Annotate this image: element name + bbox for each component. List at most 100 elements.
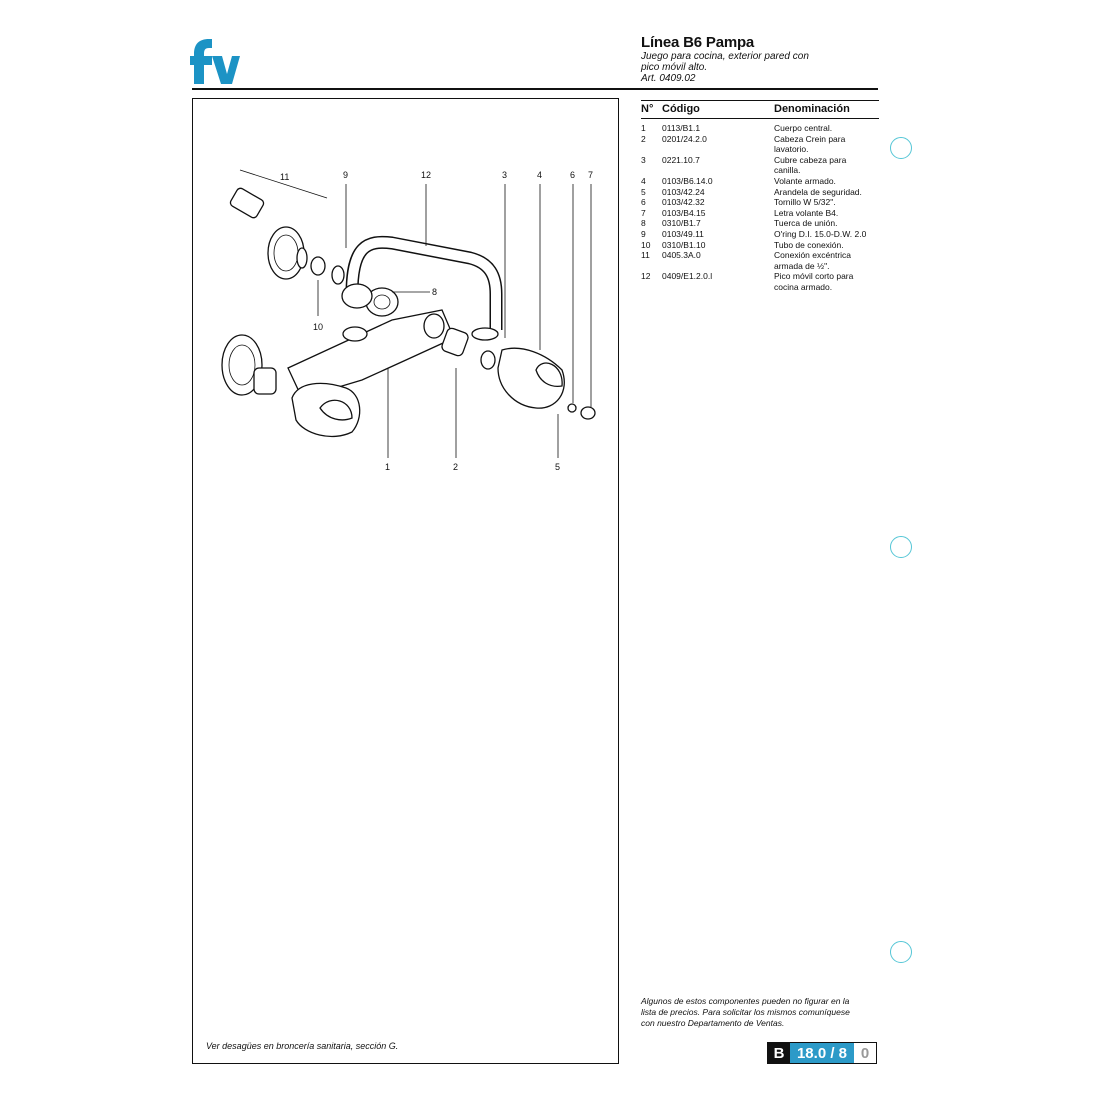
- exploded-view-drawing: 11 9 12 3 4 6 7 8 10 1 2 5: [221, 169, 596, 472]
- binder-hole: [890, 941, 912, 963]
- parts-table: N° Código Denominación 1 0113/B1.1 Cuerpo …: [641, 100, 879, 293]
- callout-3: 3: [502, 170, 507, 180]
- part-name: Tubo de conexión.: [774, 240, 879, 251]
- part-name-line: Cuerpo central.: [774, 123, 833, 133]
- part-number: 11: [641, 250, 650, 261]
- subtitle-line: Juego para cocina, exterior pared con: [641, 51, 809, 62]
- part-name: Tuerca de unión.: [774, 218, 879, 229]
- part-code: 0103/49.11: [662, 228, 704, 239]
- article-number: Art. 0409.02: [641, 73, 696, 84]
- part-code: 0103/42.24: [662, 186, 705, 197]
- part-number: 5: [641, 186, 646, 197]
- part-name-line: Conexión excéntrica: [774, 250, 852, 261]
- part-number: 3: [641, 154, 646, 165]
- part-code: 0103/42.32: [662, 197, 705, 208]
- callout-4: 4: [537, 170, 542, 180]
- part-code: 0221.10.7: [662, 154, 700, 165]
- table-row: 9 0103/49.11 O'ring D.I. 15.0-D.W. 2.0: [641, 229, 879, 240]
- part-code: 0310/B1.7: [662, 218, 701, 229]
- part-name-line: Tornillo W 5/32".: [774, 197, 836, 208]
- callout-10: 10: [313, 322, 323, 332]
- part-name-line: Arandela de seguridad.: [774, 186, 862, 197]
- availability-note: Algunos de estos componentes pueden no f…: [641, 996, 881, 1029]
- callout-8: 8: [432, 287, 437, 297]
- part-code: 0201/24.2.0: [662, 133, 707, 144]
- part-name: Volante armado.: [774, 176, 879, 187]
- table-row: 7 0103/B4.15 Letra volante B4.: [641, 208, 879, 219]
- callout-5: 5: [555, 462, 560, 472]
- binder-hole: [890, 137, 912, 159]
- part-number: 9: [641, 228, 646, 239]
- part-name: Letra volante B4.: [774, 208, 879, 219]
- part-code: 0103/B4.15: [662, 207, 706, 218]
- table-row: 8 0310/B1.7 Tuerca de unión.: [641, 218, 879, 229]
- header-rule: [192, 88, 878, 90]
- col-code-header: Código: [662, 103, 700, 115]
- part-code: 0103/B6.14.0: [662, 175, 713, 186]
- callout-6: 6: [570, 170, 575, 180]
- part-name-line: canilla.: [774, 165, 801, 176]
- parts-table-header: N° Código Denominación: [641, 100, 879, 119]
- availability-note-line: con nuestro Departamento de Ventas.: [641, 1018, 785, 1028]
- page-title: Línea B6 Pampa: [641, 34, 755, 51]
- table-row: 10 0310/B1.10 Tubo de conexión.: [641, 240, 879, 251]
- part-number: 1: [641, 123, 646, 133]
- left-valve-assembly: [221, 334, 361, 438]
- availability-note-line: Algunos de estos componentes pueden no f…: [641, 996, 850, 1006]
- availability-note-line: lista de precios. Para solicitar los mis…: [641, 1007, 850, 1017]
- callout-7: 7: [588, 170, 593, 180]
- parts-table-body: 1 0113/B1.1 Cuerpo central. 2 0201/24.2.0 Cab…: [641, 119, 879, 293]
- part-name: Tornillo W 5/32".: [774, 197, 879, 208]
- subtitle-line: pico móvil alto.: [641, 62, 708, 73]
- eccentric-connection-upper: [229, 187, 345, 285]
- central-body: [287, 283, 455, 399]
- part-code: 0310/B1.10: [662, 239, 706, 250]
- callout-2: 2: [453, 462, 458, 472]
- page-number-box: B 18.0 / 8 0: [767, 1042, 877, 1064]
- part-name-line: Cubre cabeza para: [774, 154, 847, 165]
- header: Línea B6 Pampa Juego para cocina, exteri…: [641, 34, 881, 84]
- spout-tip: [471, 327, 499, 341]
- exploded-view-frame: [192, 98, 619, 1064]
- part-code: 0405.3A.0: [662, 250, 701, 261]
- part-code: 0409/E1.2.0.l: [662, 271, 713, 282]
- fv-logo: [190, 39, 240, 84]
- part-name-line: O'ring D.I. 15.0-D.W. 2.0: [774, 228, 867, 239]
- part-name-line: Volante armado.: [774, 175, 836, 186]
- table-row: 1 0113/B1.1 Cuerpo central.: [641, 123, 879, 134]
- part-number: 2: [641, 133, 646, 144]
- callout-1: 1: [385, 462, 390, 472]
- page-section: B: [768, 1043, 790, 1063]
- part-name-line: Cabeza Crein para: [774, 133, 846, 144]
- table-row: 5 0103/42.24 Arandela de seguridad.: [641, 187, 879, 198]
- part-name: Cuerpo central.: [774, 123, 879, 134]
- page-number: 18.0 / 8: [790, 1043, 854, 1063]
- part-code: 0113/B1.1: [662, 123, 701, 133]
- part-number: 4: [641, 175, 646, 186]
- callout-9: 9: [343, 170, 348, 180]
- col-num-header: N°: [641, 103, 654, 115]
- part-number: 12: [641, 271, 651, 282]
- part-number: 7: [641, 207, 646, 218]
- part-name-line: cocina armado.: [774, 281, 833, 292]
- part-name: O'ring D.I. 15.0-D.W. 2.0: [774, 229, 879, 240]
- part-number: 8: [641, 218, 646, 229]
- part-name-line: lavatorio.: [774, 144, 809, 155]
- callout-12: 12: [421, 170, 431, 180]
- right-valve-assembly: [441, 327, 596, 420]
- col-name-header: Denominación: [774, 103, 850, 115]
- part-name-line: Tuerca de unión.: [774, 218, 838, 229]
- part-name-line: Letra volante B4.: [774, 207, 839, 218]
- part-name: Arandela de seguridad.: [774, 187, 879, 198]
- part-name-line: Pico móvil corto para: [774, 271, 854, 282]
- part-number: 10: [641, 239, 651, 250]
- page-revision: 0: [854, 1043, 876, 1063]
